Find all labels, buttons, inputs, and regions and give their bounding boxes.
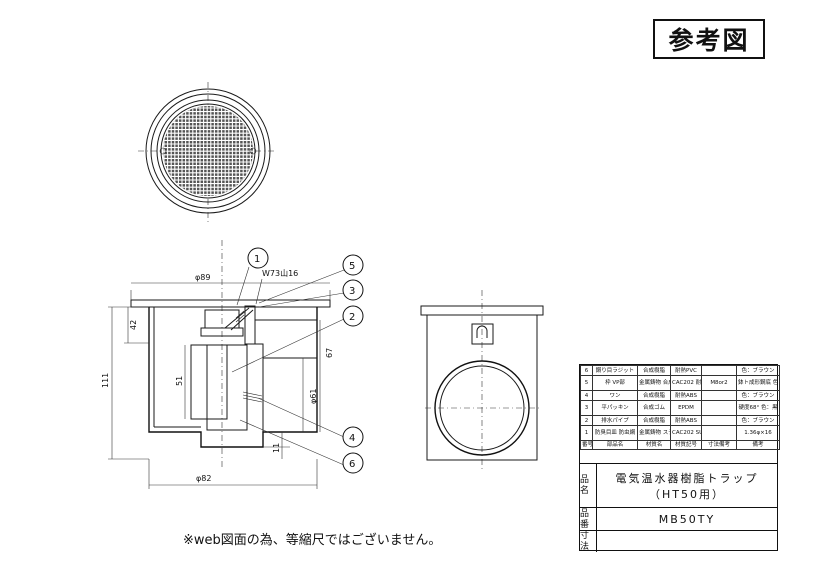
dim-thread: W73山16 <box>262 268 298 278</box>
part-dim <box>701 390 737 401</box>
svg-text:6: 6 <box>349 459 355 470</box>
part-material: 金属鋳物 ステンレス <box>637 425 671 441</box>
side-view <box>420 290 544 470</box>
part-dim: M8or2 <box>701 375 737 391</box>
part-remark: 色：ブラウン <box>736 415 780 426</box>
dim-height-42: 42 <box>129 320 138 330</box>
header-material: 材質名 <box>637 440 671 450</box>
part-remark: 色：ブラウン <box>736 390 780 401</box>
part-finish: 耐熱PVC <box>670 365 702 376</box>
dim-height-51: 51 <box>175 376 184 386</box>
part-material: 合成樹脂 <box>637 365 671 376</box>
part-finish: 耐熱ABS <box>670 415 702 426</box>
top-view <box>138 82 276 222</box>
svg-text:2: 2 <box>349 312 355 323</box>
product-name: 電気温水器樹脂トラップ <box>615 472 759 485</box>
dim-top-diameter: φ89 <box>195 273 210 282</box>
part-name: 排水パイプ <box>592 415 638 426</box>
callout-6: 6 <box>342 452 364 474</box>
part-material: 合成樹脂 <box>637 415 671 426</box>
header-remark: 備考 <box>736 440 780 450</box>
reference-drawing-label: 参考図 <box>653 19 765 59</box>
svg-text:5: 5 <box>349 261 355 272</box>
part-remark: 1.36φ×16 <box>736 425 780 441</box>
part-no: 2 <box>580 415 593 426</box>
dim-height-67: 67 <box>325 348 334 358</box>
scale-label: 寸法 <box>580 531 597 552</box>
scale-disclaimer-note: ※web図面の為、等縮尺ではございません。 <box>183 533 442 548</box>
callout-3: 3 <box>342 279 364 301</box>
part-no: 6 <box>580 365 593 376</box>
part-dim <box>701 415 737 426</box>
header-finish: 材質記号 <box>670 440 702 450</box>
product-name-sub: （HT50用） <box>649 488 725 501</box>
part-material: 合成樹脂 <box>637 390 671 401</box>
svg-text:4: 4 <box>349 433 355 444</box>
part-no: 3 <box>580 400 593 416</box>
svg-text:3: 3 <box>349 286 355 297</box>
dim-bottom-diameter: φ82 <box>196 474 211 483</box>
callout-1: 1 <box>247 247 269 269</box>
parts-table-header: 番号 部品名 材質名 材質記号 寸法備考 備考 <box>580 440 780 450</box>
part-dim <box>701 365 737 376</box>
part-name: 平パッキン <box>592 400 638 416</box>
part-name: 防臭目皿 防虫網 <box>592 425 638 441</box>
svg-text:1: 1 <box>254 254 260 265</box>
part-material: 金属鋳物 合成樹脂 <box>637 375 671 391</box>
part-name: ワン <box>592 390 638 401</box>
header-no: 番号 <box>580 440 593 450</box>
dim-height-11: 11 <box>272 443 281 453</box>
part-no: 5 <box>580 375 593 391</box>
product-number-label: 品番 <box>580 508 597 531</box>
callout-5: 5 <box>342 254 364 276</box>
leader-lines <box>231 266 345 466</box>
section-view: φ89 W73山16 42 111 51 67 φ61 11 φ82 <box>101 240 334 489</box>
part-name: 鋼り目ラジット <box>592 365 638 376</box>
product-name-row: 品名 電気温水器樹脂トラップ （HT50用） <box>580 463 777 508</box>
scale-row: 寸法 <box>580 530 777 552</box>
dim-diameter-61: φ61 <box>309 389 318 404</box>
part-name: 枠 VP部 <box>592 375 638 391</box>
strainer-grid <box>163 106 253 196</box>
part-finish: 耐熱ABS <box>670 390 702 401</box>
part-finish: CAC202 SUS304 <box>670 425 702 441</box>
part-material: 合成ゴム <box>637 400 671 416</box>
part-dim <box>701 425 737 441</box>
product-number-row: 品番 MB50TY <box>580 507 777 531</box>
callout-2: 2 <box>342 305 364 327</box>
part-finish: EPDM <box>670 400 702 416</box>
part-dim <box>701 400 737 416</box>
header-dim: 寸法備考 <box>701 440 737 450</box>
header-name: 部品名 <box>592 440 638 450</box>
part-remark: 色：ブラウン <box>736 365 780 376</box>
part-no: 4 <box>580 390 593 401</box>
part-no: 1 <box>580 425 593 441</box>
part-remark: 鉢ト成形鋼底 色：ブラウン <box>736 375 780 391</box>
dim-height-111: 111 <box>101 373 110 388</box>
product-name-label: 品名 <box>580 464 597 508</box>
part-remark: 硬度68° 色：黒 <box>736 400 780 416</box>
part-finish: CAC202 耐熱ABS <box>670 375 702 391</box>
callout-4: 4 <box>342 426 364 448</box>
product-number: MB50TY <box>658 513 716 526</box>
